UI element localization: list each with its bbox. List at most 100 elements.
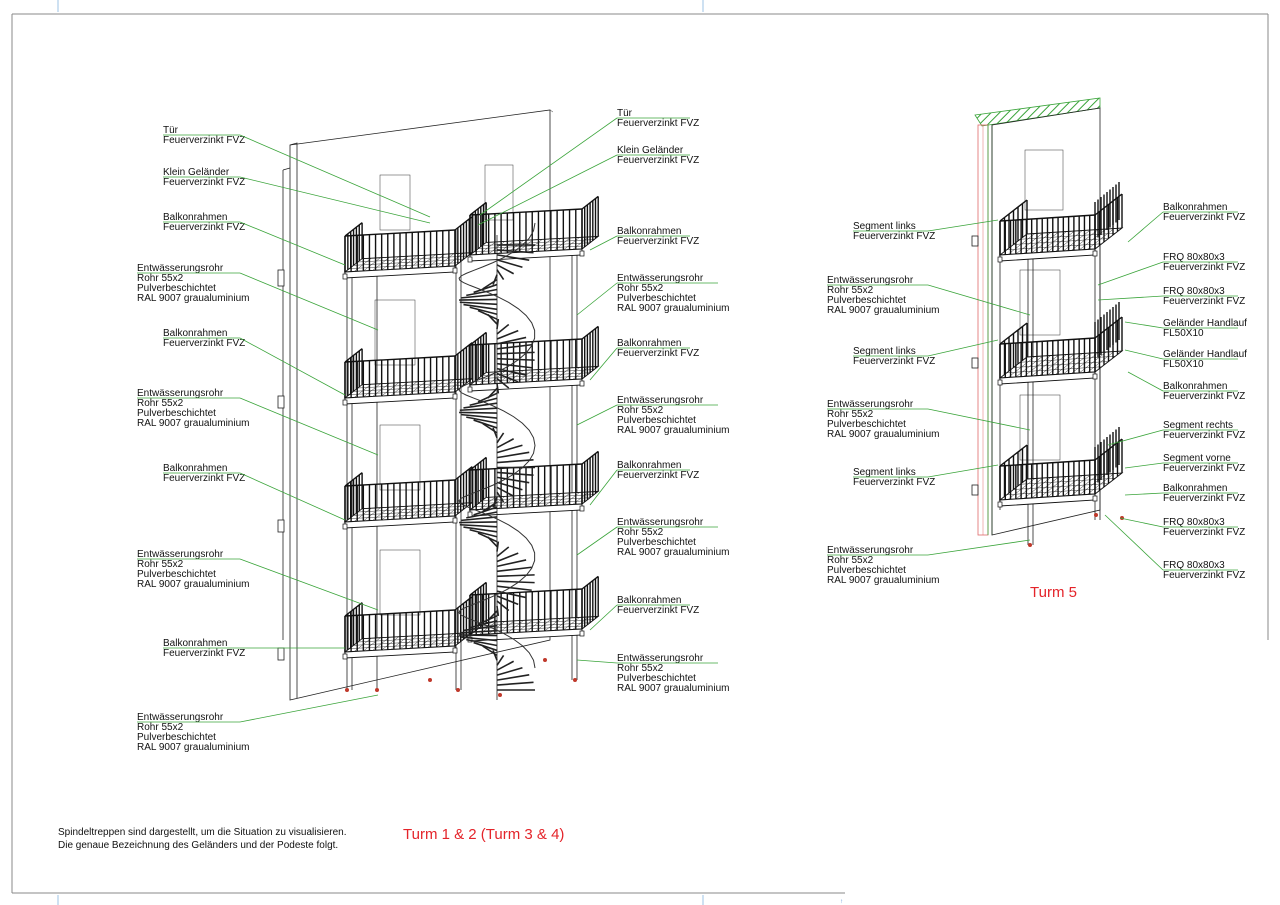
label-line: Rohr 55x2 [617,527,664,538]
label-line: Feuerverzinkt FVZ [163,177,245,188]
label-line: RAL 9007 graualuminium [617,303,729,314]
label-line: RAL 9007 graualuminium [827,429,939,440]
label-line: Feuerverzinkt FVZ [1163,493,1245,504]
label-line: Entwässerungsrohr [137,712,224,723]
label-line: Segment links [853,221,916,232]
label-line: Balkonrahmen [1163,483,1227,494]
label-line: RAL 9007 graualuminium [137,293,249,304]
label-line: Rohr 55x2 [827,409,874,420]
corner-mark: ↑ [840,899,843,905]
tower12-right-balcony-3 [467,450,600,518]
tower12-right-balcony-4 [467,575,600,643]
label-line: RAL 9007 graualuminium [617,425,729,436]
label-line: Rohr 55x2 [617,283,664,294]
label-line: RAL 9007 graualuminium [137,418,249,429]
label-line: RAL 9007 graualuminium [617,547,729,558]
label-line: Pulverbeschichtet [827,565,906,576]
note-line-2: Die genaue Bezeichnung des Geländers und… [58,840,338,851]
label-line: Feuerverzinkt FVZ [1163,296,1245,307]
label-line: Feuerverzinkt FVZ [163,648,245,659]
label-line: Entwässerungsrohr [137,263,224,274]
label-line: Entwässerungsrohr [827,545,914,556]
label-line: Feuerverzinkt FVZ [1163,430,1245,441]
label-line: Feuerverzinkt FVZ [163,473,245,484]
label-line: Segment links [853,467,916,478]
label-line: Rohr 55x2 [617,663,664,674]
label-line: Pulverbeschichtet [617,415,696,426]
label-line: Entwässerungsrohr [137,388,224,399]
tower12-left-balcony-3 [342,466,474,530]
label-line: Balkonrahmen [163,638,227,649]
tower-1-2-drawing [277,109,600,701]
label-line: Feuerverzinkt FVZ [617,155,699,166]
label-line: Entwässerungsrohr [827,399,914,410]
label-line: Pulverbeschichtet [827,295,906,306]
label-line: Pulverbeschichtet [617,673,696,684]
label-line: Pulverbeschichtet [137,408,216,419]
label-line: Feuerverzinkt FVZ [617,605,699,616]
label-line: Balkonrahmen [617,460,681,471]
label-line: Feuerverzinkt FVZ [617,470,699,481]
label-line: Rohr 55x2 [617,405,664,416]
label-line: FL50X10 [1163,328,1204,339]
tower12-left-balcony-1 [342,216,474,280]
label-line: Feuerverzinkt FVZ [1163,570,1245,581]
label-line: Pulverbeschichtet [617,293,696,304]
tower5-side-rails [1094,182,1120,485]
label-line: Entwässerungsrohr [617,653,704,664]
tower12-right-balcony-1 [467,195,600,263]
label-line: Geländer Handlauf [1163,349,1247,360]
label-line: FRQ 80x80x3 [1163,286,1225,297]
label-line: Feuerverzinkt FVZ [163,222,245,233]
label-line: Balkonrahmen [163,328,227,339]
label-line: Entwässerungsrohr [137,549,224,560]
note-line-1: Spindeltreppen sind dargestellt, um die … [58,827,347,838]
label-line: Feuerverzinkt FVZ [1163,262,1245,273]
label-line: Balkonrahmen [1163,202,1227,213]
label-line: FL50X10 [1163,359,1204,370]
label-line: Balkonrahmen [163,463,227,474]
label-line: Segment vorne [1163,453,1231,464]
label-line: Feuerverzinkt FVZ [853,477,935,488]
label-line: Feuerverzinkt FVZ [163,338,245,349]
label-line: Balkonrahmen [617,595,681,606]
label-line: Balkonrahmen [617,226,681,237]
label-line: FRQ 80x80x3 [1163,560,1225,571]
label-line: Feuerverzinkt FVZ [163,135,245,146]
label-line: Entwässerungsrohr [827,275,914,286]
label-line: Feuerverzinkt FVZ [617,118,699,129]
tower-5-title: Turm 5 [1030,584,1077,601]
label-line: FRQ 80x80x3 [1163,252,1225,263]
label-line: Pulverbeschichtet [137,732,216,743]
label-line: Pulverbeschichtet [617,537,696,548]
label-line: Geländer Handlauf [1163,318,1247,329]
label-line: RAL 9007 graualuminium [617,683,729,694]
label-line: Feuerverzinkt FVZ [1163,527,1245,538]
label-line: Entwässerungsrohr [617,517,704,528]
